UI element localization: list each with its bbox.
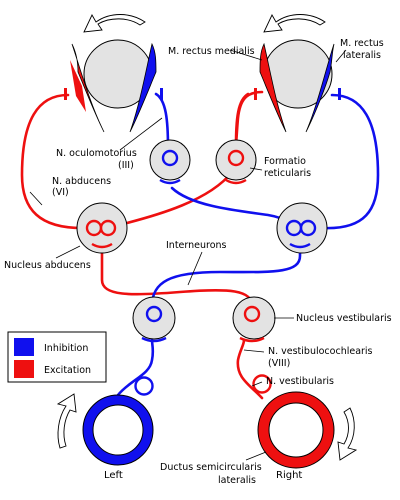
label-n-abducens-2: (VI) <box>52 187 69 198</box>
label-n-oculomotorius-2: (III) <box>118 160 134 171</box>
n-abducens-left-pathway <box>20 93 84 230</box>
leader-vestibulocochlearis <box>243 349 265 353</box>
label-left: Left <box>104 470 123 481</box>
right-canal-rotation-arrow <box>337 407 358 461</box>
right-eye-rotation-arrow <box>263 14 326 33</box>
nucleus-abducens-left <box>76 202 128 254</box>
nucleus-vestibularis-right <box>232 296 276 343</box>
left-eye-group <box>64 14 163 133</box>
canal-left <box>82 394 154 466</box>
label-formatio-2: reticularis <box>264 168 311 179</box>
label-m-rectus-lateralis-1: M. rectus <box>340 38 384 49</box>
label-n-oculomotorius-1: N. oculomotorius <box>56 148 137 159</box>
label-n-abducens-1: N. abducens <box>52 176 111 187</box>
leader-vestibularis <box>251 381 263 387</box>
legend: Inhibition Excitation <box>7 331 107 383</box>
left-rectus-lateralis-tip <box>70 60 86 112</box>
nucleus-abducens-right <box>276 202 328 254</box>
label-right: Right <box>276 470 302 481</box>
interneuron-red-pathway <box>100 246 254 308</box>
interneuron-blue-pathway <box>150 246 302 308</box>
leader-lateralis <box>335 49 347 63</box>
right-eye-group <box>254 14 341 133</box>
label-nucleus-abducens: Nucleus abducens <box>4 260 91 271</box>
label-ductus-2: lateralis <box>218 475 256 486</box>
nucleus-oculomotorius <box>149 139 191 185</box>
left-rectus-lateralis-muscle <box>71 43 105 133</box>
nucleus-vestibularis-left <box>132 296 176 343</box>
left-oculomotor-crossing-blue <box>170 186 290 224</box>
leader-ductus <box>245 451 267 461</box>
right-medial-endplate <box>254 88 257 100</box>
label-ductus-1: Ductus semicircularis <box>160 462 262 473</box>
leader-oculomotorius <box>119 117 163 151</box>
leader-abducens-nerve <box>29 191 43 206</box>
vestibular-ganglion-right <box>252 374 272 394</box>
n-vestibularis-right-pathway <box>236 338 264 400</box>
left-canal-rotation-arrow <box>56 393 77 449</box>
label-n-vestibulocochlearis-1: N. vestibulocochlearis <box>268 346 373 357</box>
legend-label-excitation: Excitation <box>44 365 91 376</box>
leader-medialis <box>229 49 263 61</box>
legend-swatch-excitation <box>14 360 34 378</box>
label-interneurons: Interneurons <box>166 240 227 251</box>
right-rectus-lateralis-muscle <box>305 43 335 133</box>
label-m-rectus-lateralis-2: lateralis <box>343 50 381 61</box>
leader-nucleus-abducens <box>55 245 81 259</box>
right-lateral-endplate <box>338 88 341 100</box>
canal-right <box>257 391 335 469</box>
label-m-rectus-medialis: M. rectus medialis <box>168 46 255 57</box>
label-formatio-1: Formatio <box>264 156 306 167</box>
label-nucleus-vestibularis: Nucleus vestibularis <box>296 313 392 324</box>
left-lateral-endplate <box>64 88 67 100</box>
left-rectus-medialis-muscle <box>129 42 157 133</box>
vestibular-ganglion-left <box>134 376 154 396</box>
legend-swatch-inhibition <box>14 338 34 356</box>
right-rectus-medialis-muscle <box>259 42 287 133</box>
leader-formatio <box>249 167 263 171</box>
label-n-vestibularis: N. vestibularis <box>266 376 334 387</box>
left-eye-rotation-arrow <box>83 14 146 33</box>
n-abducens-right-pathway <box>320 93 380 230</box>
formatio-to-medialis-red <box>234 92 250 147</box>
label-n-vestibulocochlearis-2: (VIII) <box>268 358 290 369</box>
leader-interneurons <box>187 251 203 286</box>
formatio-reticularis-nucleus <box>215 139 257 185</box>
legend-label-inhibition: Inhibition <box>44 343 88 354</box>
n-vestibularis-left-pathway <box>116 338 155 397</box>
left-medial-endplate <box>160 88 163 100</box>
